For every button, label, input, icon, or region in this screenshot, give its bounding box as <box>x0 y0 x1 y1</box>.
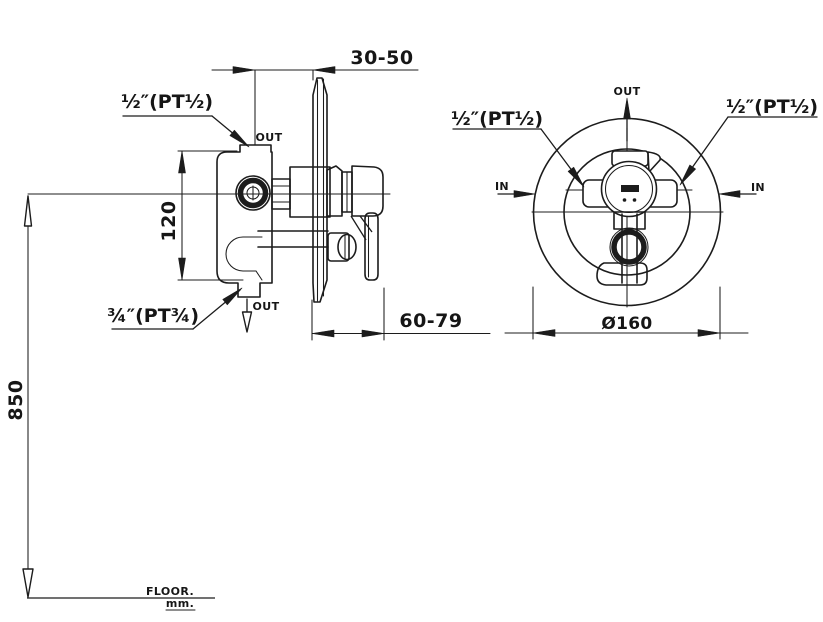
wall-plate <box>312 77 328 303</box>
leader-arrowhead <box>229 129 250 148</box>
flow-arrowhead <box>623 97 631 120</box>
front-view: OUT IN IN ½″(PT½) ½″(PT½) <box>451 85 818 340</box>
label-bottom-port: ¾″(PT¾) <box>107 287 243 330</box>
arrowhead <box>532 329 556 337</box>
floor-reference: FLOOR. mm. <box>27 585 215 611</box>
lever-arm-line <box>350 215 367 241</box>
dim-plate-diameter-value: Ø160 <box>601 314 652 334</box>
out-top-label: OUT <box>256 131 283 144</box>
in-right-label: IN <box>751 181 765 194</box>
label-front-left-text: ½″(PT½) <box>451 108 543 130</box>
label-top-port-text: ½″(PT½) <box>121 91 213 113</box>
valve-top-tab <box>647 151 662 173</box>
valve-body-outline <box>216 144 273 298</box>
label-front-right-text: ½″(PT½) <box>726 96 818 118</box>
leader-arrowhead <box>222 287 243 306</box>
dim-outlet-spacing-value: 120 <box>158 200 180 241</box>
out-bottom-flow: OUT <box>241 298 280 333</box>
label-front-left-port: ½″(PT½) <box>451 108 585 188</box>
arrowhead <box>311 329 335 338</box>
in-flow-left: IN <box>495 180 536 198</box>
flow-arrowhead <box>241 311 253 333</box>
dim-handle-projection-value: 60-79 <box>399 310 462 332</box>
out-label: OUT <box>614 85 641 98</box>
flow-arrowhead <box>718 190 741 198</box>
lever-foot <box>596 262 648 286</box>
dim-wall-depth-value: 30-50 <box>350 47 413 69</box>
out-flow: OUT <box>614 85 641 142</box>
in-left-label: IN <box>495 180 509 193</box>
out-bottom-label: OUT <box>253 300 280 313</box>
arrowhead <box>178 257 186 281</box>
lever-grip-ring <box>611 229 647 265</box>
dim-wall-depth: 30-50 <box>211 47 419 146</box>
lever-handle-bar <box>364 212 379 281</box>
arrowhead <box>697 329 721 337</box>
dim-mount-height: 850 <box>5 195 34 598</box>
lever-arm-line <box>359 215 373 233</box>
inlet-port-ring <box>237 177 269 209</box>
arrowhead <box>361 329 385 338</box>
lower-pipe-cap <box>337 233 357 261</box>
arrowhead <box>23 195 33 227</box>
arrowhead <box>232 66 256 74</box>
dim-outlet-spacing: 120 <box>158 150 244 281</box>
cartridge-block <box>289 166 331 218</box>
lower-pipe-nut <box>327 232 350 262</box>
lever-grip-outer <box>609 227 649 267</box>
side-view: 30-50 120 850 60-79 ½ <box>5 47 491 611</box>
dim-mount-height-value: 850 <box>5 379 27 420</box>
inlet-port-outer <box>235 175 271 211</box>
arrowhead <box>312 66 336 74</box>
floor-unit-label: mm. <box>166 597 194 610</box>
lever-hub-base <box>613 211 646 230</box>
arrowhead <box>22 568 34 598</box>
indicator-dot <box>622 198 627 202</box>
in-flow-right: IN <box>718 181 765 198</box>
brand-plate <box>621 185 639 192</box>
valve-body-pocket <box>225 236 263 281</box>
floor-label: FLOOR. <box>146 585 194 598</box>
dim-plate-diameter: Ø160 <box>504 286 749 340</box>
leader-arrowhead <box>567 166 585 188</box>
label-bottom-port-text: ¾″(PT¾) <box>107 305 199 327</box>
label-front-right-port: ½″(PT½) <box>679 96 818 186</box>
label-top-port: ½″(PT½) <box>121 91 250 148</box>
flow-arrowhead <box>513 190 536 198</box>
dim-handle-projection: 60-79 <box>311 287 491 341</box>
leader-arrowhead <box>679 164 696 186</box>
handle-body <box>351 165 384 217</box>
arrowhead <box>178 150 186 174</box>
indicator-dot <box>632 198 637 202</box>
